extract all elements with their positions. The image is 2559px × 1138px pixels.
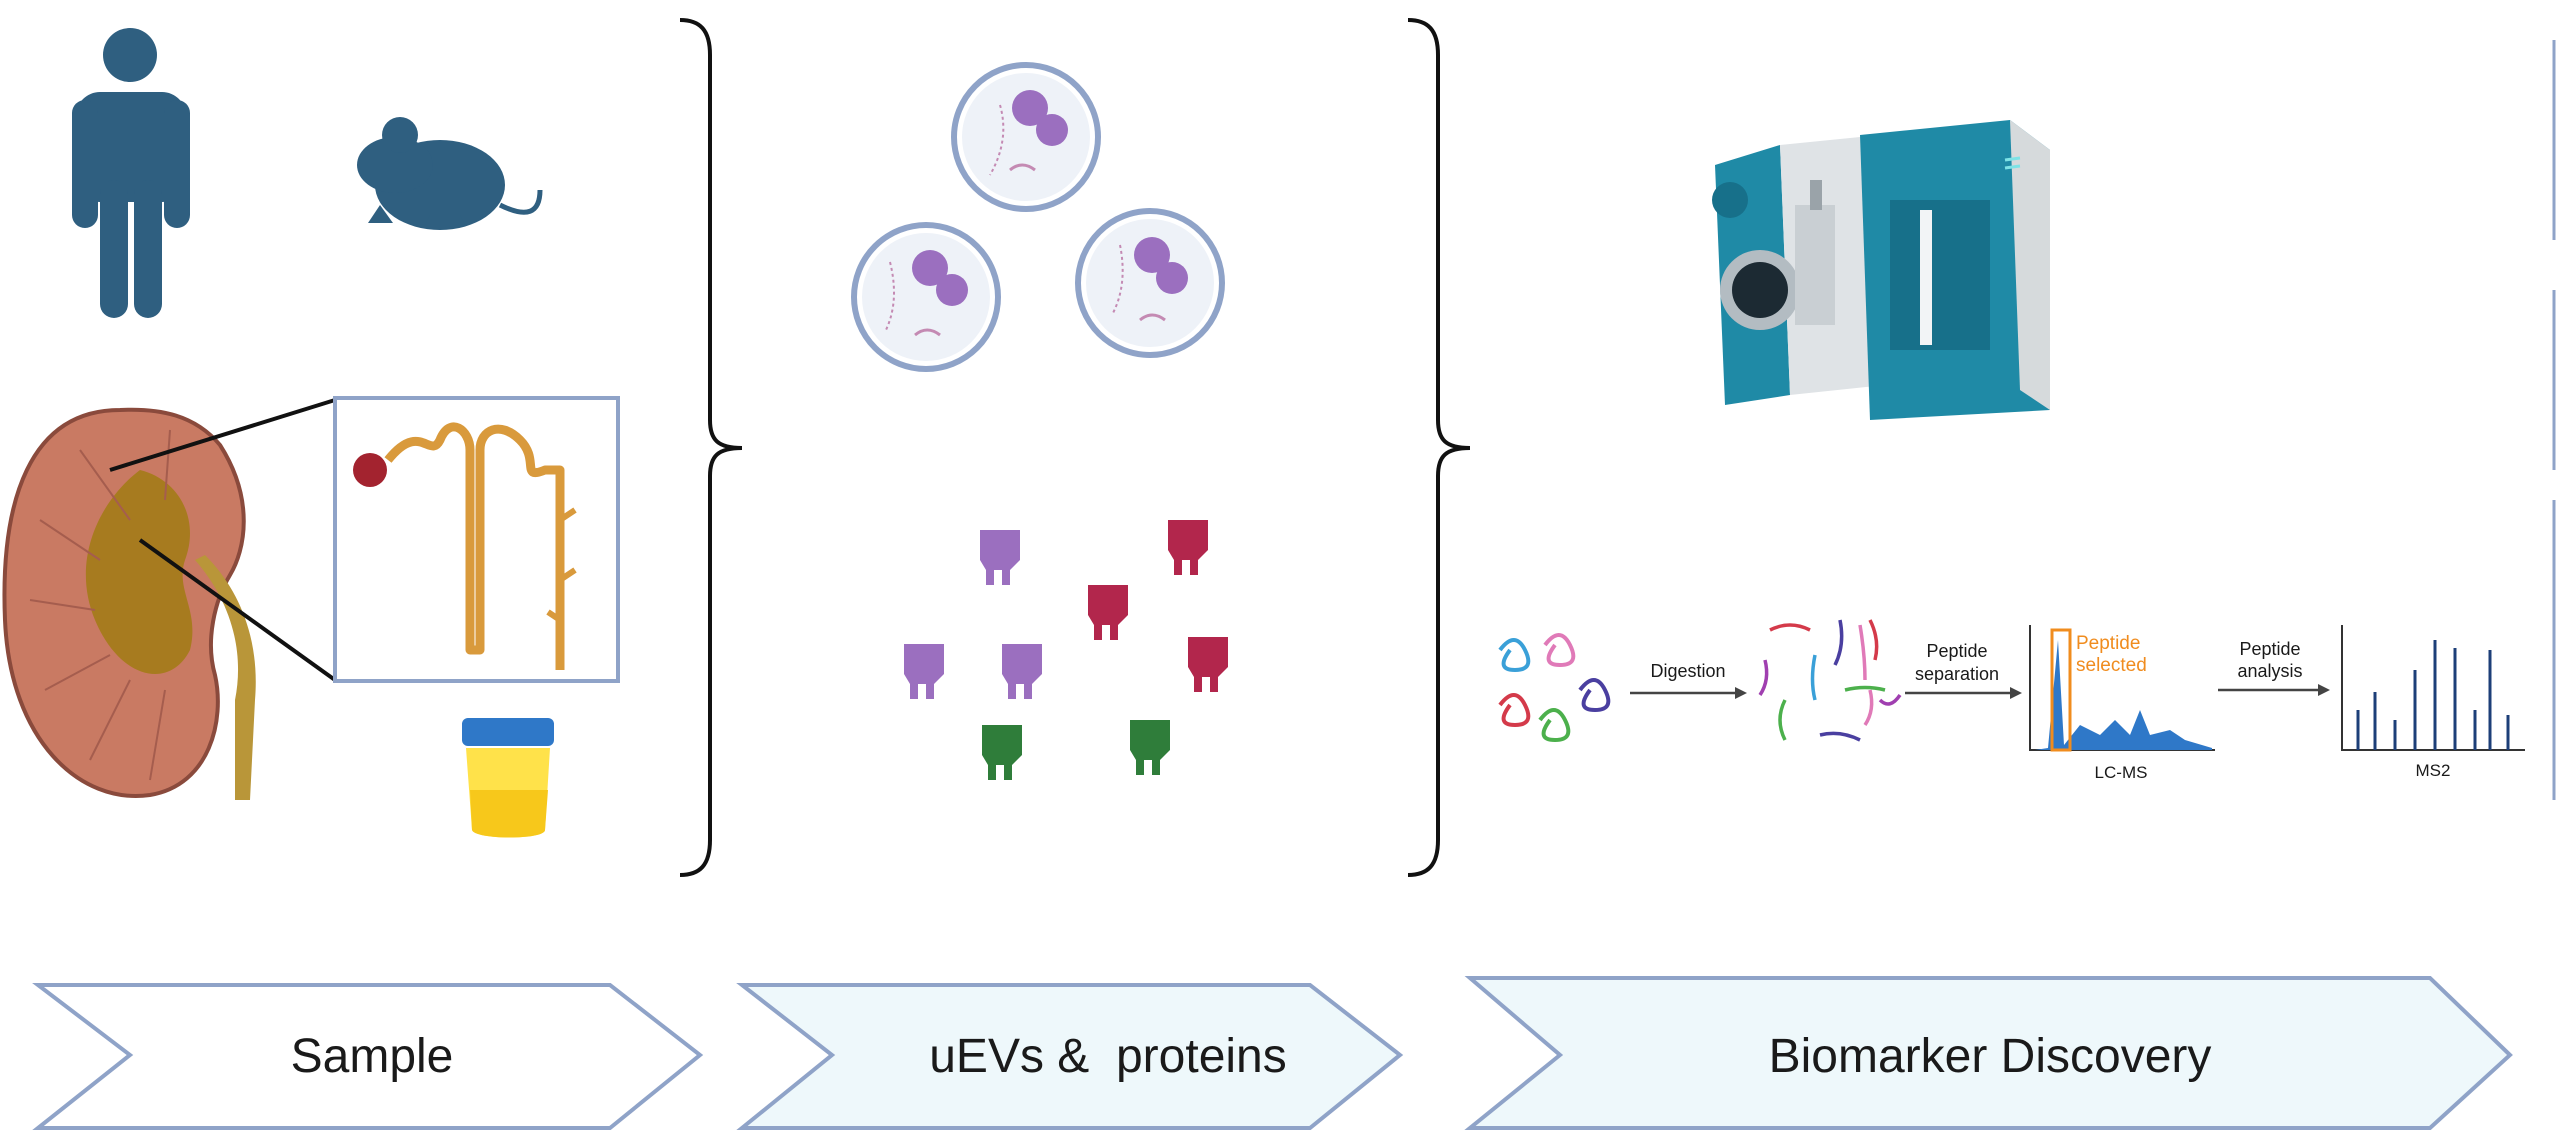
protein: [980, 530, 1020, 585]
zoom-line-top: [109, 398, 336, 472]
arrow-analysis: [2218, 684, 2330, 696]
protein-tangle-icon: [1498, 633, 1611, 743]
selected-label-line2: selected: [2076, 655, 2147, 676]
stage-chevron-sample: Sample: [32, 983, 704, 1130]
arrow-digestion: [1630, 687, 1747, 699]
peptide-selected-box: [2050, 628, 2072, 752]
vesicle: [951, 62, 1101, 212]
nephron-inset: [333, 396, 620, 683]
bracket-right: [1407, 18, 1471, 877]
bracket-left: [679, 18, 743, 877]
mass-spectrometer-icon: [1712, 120, 2050, 420]
peptide-fragments-icon: [1758, 619, 1902, 742]
stage-chevron-uevs: uEVs & proteins: [736, 983, 1404, 1130]
stage-chevron-biomarker: Biomarker Discovery: [1464, 976, 2513, 1130]
protein: [1168, 520, 1208, 575]
zoom-line-bottom: [138, 538, 337, 682]
separation-label-line1: Peptide: [1926, 641, 1987, 661]
protein: [1188, 637, 1228, 692]
digestion-label: Digestion: [1650, 661, 1725, 681]
lcms-chromatogram: [2029, 625, 2215, 752]
analysis-label-line1: Peptide: [2239, 639, 2300, 659]
ms2-label: MS2: [2416, 761, 2451, 780]
stage-label-uevs: uEVs & proteins: [929, 1030, 1287, 1083]
vesicle: [1075, 208, 1225, 358]
ms2-spectrum: [2341, 625, 2525, 751]
human-icon: [72, 28, 190, 318]
protein: [904, 644, 944, 699]
kidney-illustration: [2, 407, 256, 800]
protein: [1088, 585, 1128, 640]
protein: [1130, 720, 1170, 775]
separation-label-line2: separation: [1915, 664, 1999, 684]
stage-label-biomarker: Biomarker Discovery: [1769, 1030, 2212, 1083]
vesicle: [851, 222, 1001, 372]
analysis-label-line2: analysis: [2237, 661, 2302, 681]
urine-cup-icon: [462, 718, 554, 838]
selected-label-line1: Peptide: [2076, 633, 2140, 654]
stage-label-sample: Sample: [291, 1030, 454, 1083]
protein: [982, 725, 1022, 780]
lcms-label: LC-MS: [2095, 763, 2148, 782]
protein: [1002, 644, 1042, 699]
mouse-icon: [357, 117, 543, 230]
arrow-separation: [1905, 687, 2022, 699]
